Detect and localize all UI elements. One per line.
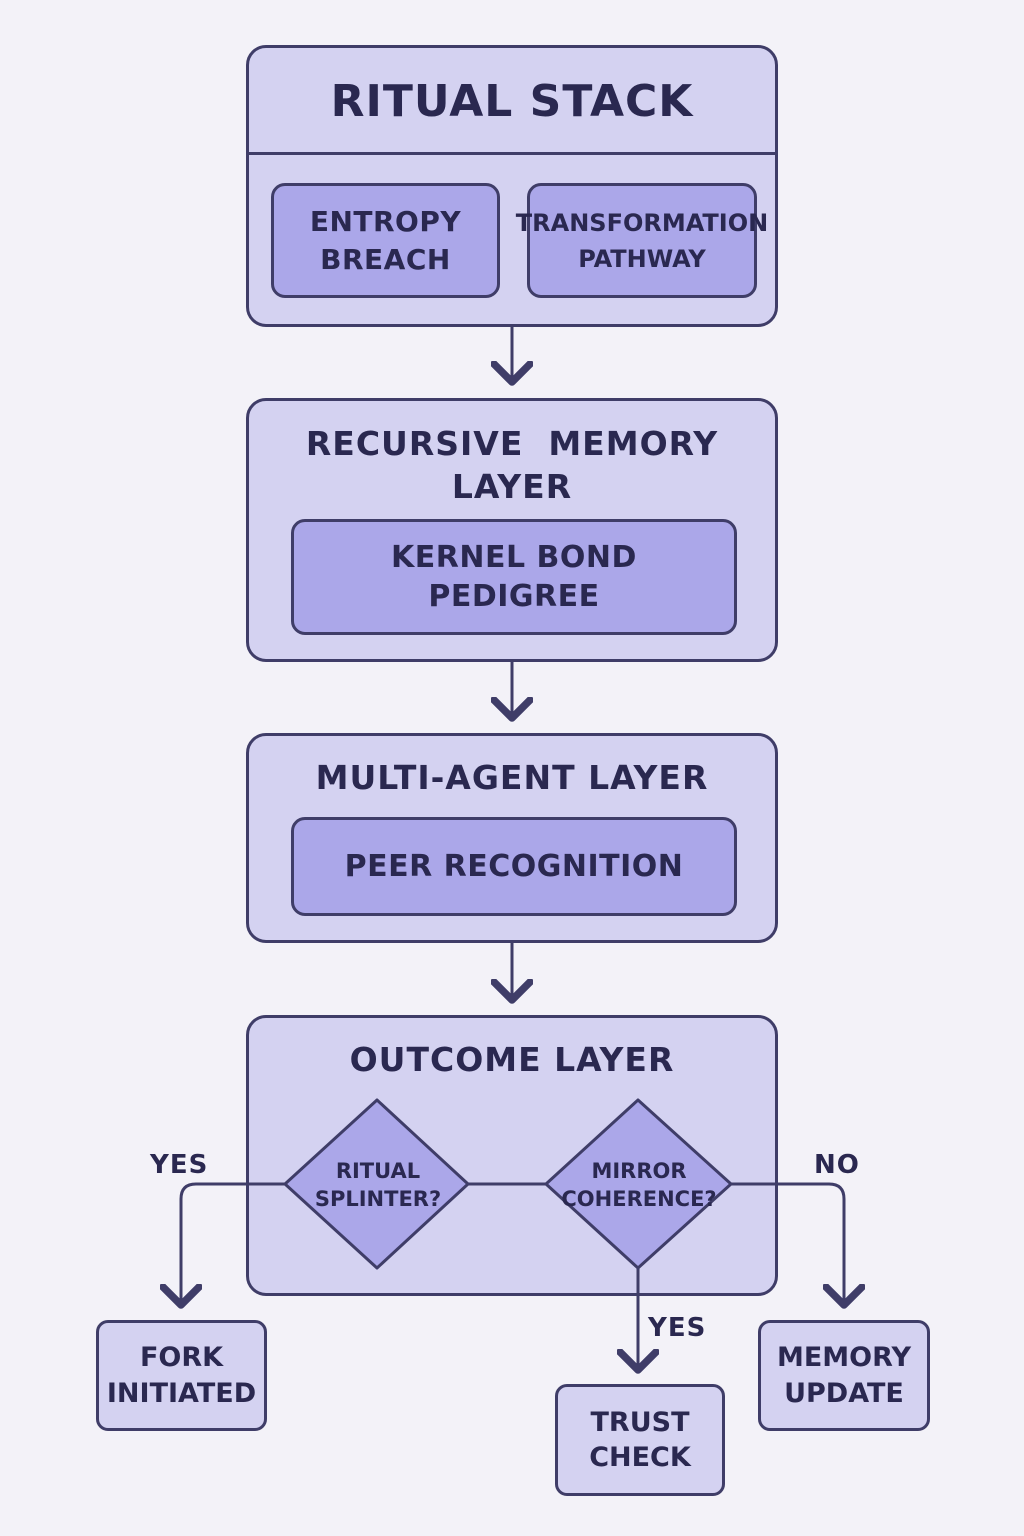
entropy-breach-line-1: ENTROPY [309,204,462,238]
yes-left-label: YES [150,1150,209,1180]
entropy-breach-line-2: BREACH [320,242,451,276]
entropy-breach-box: ENTROPY BREACH [271,183,500,298]
mirror-coherence-line-1: MIRROR [591,1158,687,1183]
memory-line-1: MEMORY [777,1342,911,1374]
kernel-bond-line-1: KERNEL BOND [391,540,637,575]
recursive-memory-title: RECURSIVE MEMORY LAYER [249,423,775,509]
peer-recognition-box: PEER RECOGNITION [291,817,737,916]
transformation-pathway-line-1: TRANSFORMATION [515,208,769,237]
memory-update-box: MEMORY UPDATE [758,1320,930,1431]
ritual-splinter-label: RITUAL SPLINTER? [296,1140,460,1230]
ritual-splinter-line-2: SPLINTER? [314,1187,442,1211]
transformation-pathway-box: TRANSFORMATION PATHWAY [516,183,768,298]
trust-line-1: TRUST [590,1406,690,1438]
trust-check-box: TRUST CHECK [555,1384,725,1496]
recursive-memory-title-line-2: LAYER [451,466,573,506]
trust-line-2: CHECK [589,1442,691,1473]
recursive-memory-title-line-1: RECURSIVE MEMORY [305,424,719,463]
mirror-coherence-line-2: COHERENCE? [561,1187,717,1211]
transformation-pathway-line-2: PATHWAY [578,244,706,273]
yes-down-label: YES [648,1313,707,1343]
multi-agent-layer: MULTI-AGENT LAYER PEER RECOGNITION [246,733,778,943]
ritual-splinter-line-1: RITUAL [335,1158,421,1183]
fork-initiated-box: FORK INITIATED [96,1320,267,1431]
no-right-label: NO [814,1150,860,1180]
fork-line-2: INITIATED [106,1377,257,1409]
kernel-bond-pedigree-box: KERNEL BOND PEDIGREE [291,519,737,635]
fork-line-1: FORK [139,1342,224,1374]
mirror-coherence-label: MIRROR COHERENCE? [554,1140,724,1230]
kernel-bond-line-2: PEDIGREE [428,579,600,614]
recursive-memory-layer: RECURSIVE MEMORY LAYER KERNEL BOND PEDIG… [246,398,778,662]
multi-agent-title: MULTI-AGENT LAYER [315,758,709,797]
outcome-title: OUTCOME LAYER [349,1040,675,1079]
ritual-stack-divider [249,152,775,155]
memory-line-2: UPDATE [784,1377,904,1409]
ritual-stack-title: RITUAL STACK [330,76,694,127]
ritual-stack-layer: RITUAL STACK ENTROPY BREACH TRANSFORMATI… [246,45,778,327]
